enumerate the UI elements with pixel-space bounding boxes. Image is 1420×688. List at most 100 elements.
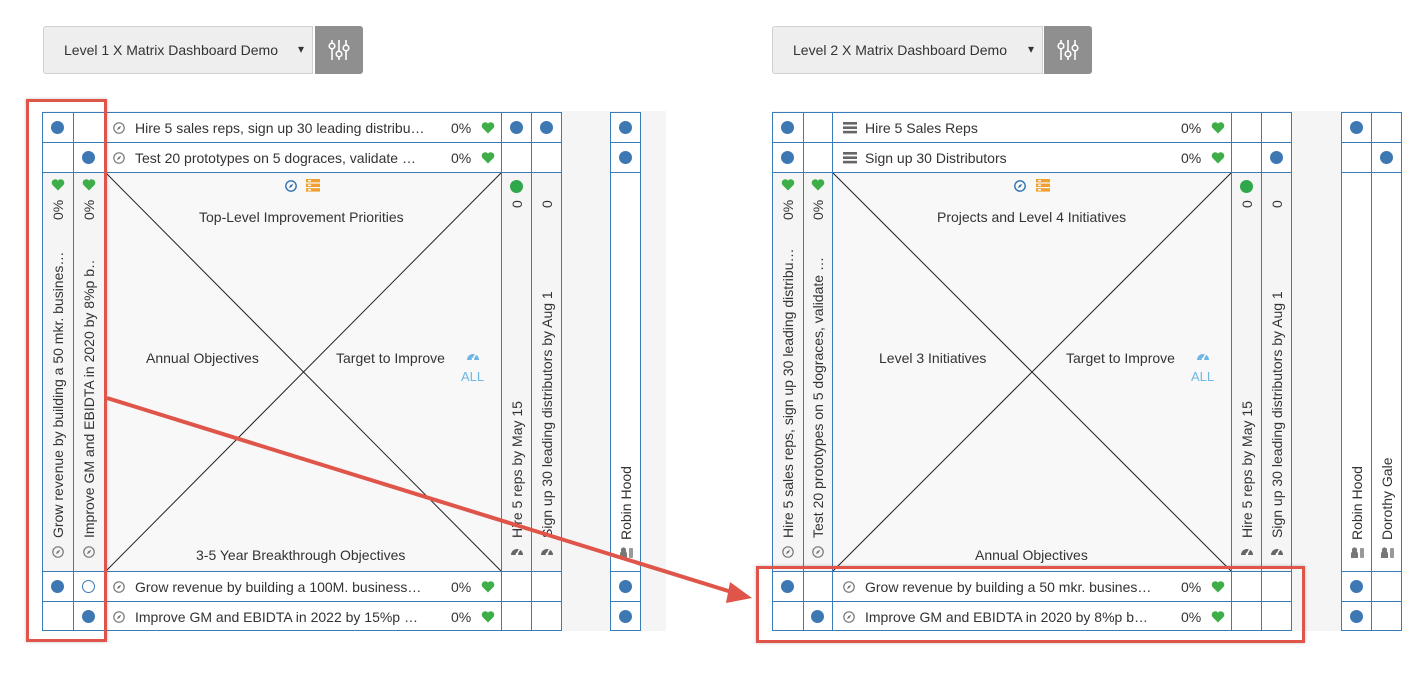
- top-row[interactable]: [772, 112, 1292, 143]
- gauge-icon: [540, 548, 554, 556]
- highlight-box: [756, 566, 1305, 643]
- left-column-text[interactable]: Hire 5 sales reps, sign up 30 leading di…: [780, 248, 796, 539]
- relation-dot[interactable]: [1350, 580, 1363, 593]
- relation-dot[interactable]: [619, 610, 632, 623]
- person-name[interactable]: Robin Hood: [1349, 466, 1365, 540]
- left-column-text[interactable]: Test 20 prototypes on 5 dograces, valida…: [810, 257, 826, 538]
- column-count: 0: [509, 200, 525, 208]
- gauge-icon[interactable]: [466, 350, 480, 362]
- right-column-text[interactable]: Sign up 30 leading distributors by Aug 1: [1269, 291, 1285, 538]
- relation-dot[interactable]: [619, 151, 632, 164]
- heart-icon: [1211, 122, 1225, 134]
- column-progress: 0%: [810, 199, 826, 220]
- compass-icon: [782, 546, 794, 558]
- matrix-dropdown[interactable]: Level 2 X Matrix Dashboard Demo ▾: [772, 26, 1043, 74]
- relation-dot[interactable]: [540, 121, 553, 134]
- compass-icon[interactable]: [285, 180, 297, 192]
- right-column-text[interactable]: Sign up 30 leading distributors by Aug 1: [539, 291, 555, 538]
- top-row-text[interactable]: Hire 5 Sales Reps: [865, 120, 978, 136]
- gauge-icon: [1270, 548, 1284, 556]
- right-column[interactable]: [1261, 112, 1292, 631]
- people-column[interactable]: [1371, 112, 1402, 631]
- right-column[interactable]: [531, 112, 562, 631]
- bottom-row-text[interactable]: Grow revenue by building a 50 mkr. busin…: [865, 579, 1152, 595]
- list-icon: [843, 122, 857, 134]
- relation-dot[interactable]: [619, 121, 632, 134]
- relation-dot[interactable]: [1350, 610, 1363, 623]
- heart-icon: [481, 581, 495, 593]
- bottom-row[interactable]: [772, 571, 1292, 602]
- relation-dot[interactable]: [811, 610, 824, 623]
- gauge-icon: [1240, 548, 1254, 556]
- relation-dot[interactable]: [1270, 151, 1283, 164]
- relation-dot[interactable]: [82, 610, 95, 623]
- x-diagonals: [833, 173, 1231, 571]
- all-link[interactable]: ALL: [1191, 369, 1215, 384]
- relation-dot[interactable]: [510, 121, 523, 134]
- center-bottom-label: Annual Objectives: [975, 547, 1088, 563]
- column-count: 0: [539, 200, 555, 208]
- person-name[interactable]: Dorothy Gale: [1379, 457, 1395, 540]
- top-row-text[interactable]: Hire 5 sales reps, sign up 30 leading di…: [135, 120, 425, 136]
- x-diagonals: [106, 173, 501, 571]
- left-matrix-panel: Level 1 X Matrix Dashboard Demo ▾ Top-Le…: [0, 0, 680, 688]
- top-row-text[interactable]: Sign up 30 Distributors: [865, 150, 1007, 166]
- database-icon[interactable]: [1036, 179, 1050, 192]
- left-column[interactable]: [803, 112, 833, 631]
- person-icon: [620, 547, 633, 558]
- people-column[interactable]: [1341, 112, 1372, 631]
- center-right-label: Target to Improve: [1066, 350, 1175, 366]
- top-row[interactable]: [772, 142, 1292, 173]
- top-row[interactable]: [42, 112, 562, 143]
- column-progress: 0%: [780, 199, 796, 220]
- bottom-row-text[interactable]: Improve GM and EBIDTA in 2022 by 15%p …: [135, 609, 418, 625]
- sliders-icon: [1057, 39, 1079, 61]
- matrix-dropdown[interactable]: Level 1 X Matrix Dashboard Demo ▾: [43, 26, 313, 74]
- chevron-down-icon: ▾: [297, 42, 304, 56]
- right-column-text[interactable]: Hire 5 reps by May 15: [1239, 401, 1255, 538]
- center-left-label: Annual Objectives: [146, 350, 259, 366]
- relation-dot[interactable]: [781, 151, 794, 164]
- heart-icon: [811, 179, 825, 191]
- filter-settings-button[interactable]: [315, 26, 363, 74]
- heart-icon: [1211, 152, 1225, 164]
- relation-dot[interactable]: [1380, 151, 1393, 164]
- filter-settings-button[interactable]: [1044, 26, 1092, 74]
- compass-icon: [812, 546, 824, 558]
- row-progress: 0%: [1181, 609, 1202, 625]
- x-matrix-center: [833, 173, 1231, 571]
- bottom-row-text[interactable]: Grow revenue by building a 100M. busines…: [135, 579, 422, 595]
- database-icon[interactable]: [306, 179, 320, 192]
- matrix-dropdown-label: Level 2 X Matrix Dashboard Demo: [793, 42, 1007, 58]
- compass-icon: [113, 611, 125, 623]
- relation-dot[interactable]: [781, 121, 794, 134]
- compass-icon[interactable]: [1014, 180, 1026, 192]
- top-row[interactable]: [42, 142, 562, 173]
- bottom-row[interactable]: [772, 601, 1292, 631]
- gauge-icon[interactable]: [1196, 350, 1210, 362]
- center-bottom-label: 3-5 Year Breakthrough Objectives: [196, 547, 406, 563]
- center-top-label: Projects and Level 4 Initiatives: [937, 209, 1127, 225]
- x-matrix-center: [106, 173, 501, 571]
- relation-dot[interactable]: [51, 580, 64, 593]
- relation-dot[interactable]: [619, 580, 632, 593]
- relation-dot[interactable]: [781, 580, 794, 593]
- all-link[interactable]: ALL: [461, 369, 485, 384]
- row-progress: 0%: [1181, 120, 1202, 136]
- compass-icon: [113, 581, 125, 593]
- bottom-row[interactable]: [42, 601, 562, 631]
- right-column-text[interactable]: Hire 5 reps by May 15: [509, 401, 525, 538]
- relation-dot[interactable]: [51, 121, 64, 134]
- top-row-text[interactable]: Test 20 prototypes on 5 dograces, valida…: [135, 150, 416, 166]
- row-progress: 0%: [451, 579, 472, 595]
- relation-dot[interactable]: [1350, 121, 1363, 134]
- relation-dot-hollow[interactable]: [82, 580, 95, 593]
- compass-icon: [113, 122, 125, 134]
- bottom-row-text[interactable]: Improve GM and EBIDTA in 2020 by 8%p b…: [865, 609, 1148, 625]
- list-icon: [843, 152, 857, 164]
- heart-icon: [481, 122, 495, 134]
- relation-dot[interactable]: [82, 151, 95, 164]
- matrix-dropdown-label: Level 1 X Matrix Dashboard Demo: [64, 42, 278, 58]
- heart-icon: [481, 611, 495, 623]
- person-name[interactable]: Robin Hood: [618, 466, 634, 540]
